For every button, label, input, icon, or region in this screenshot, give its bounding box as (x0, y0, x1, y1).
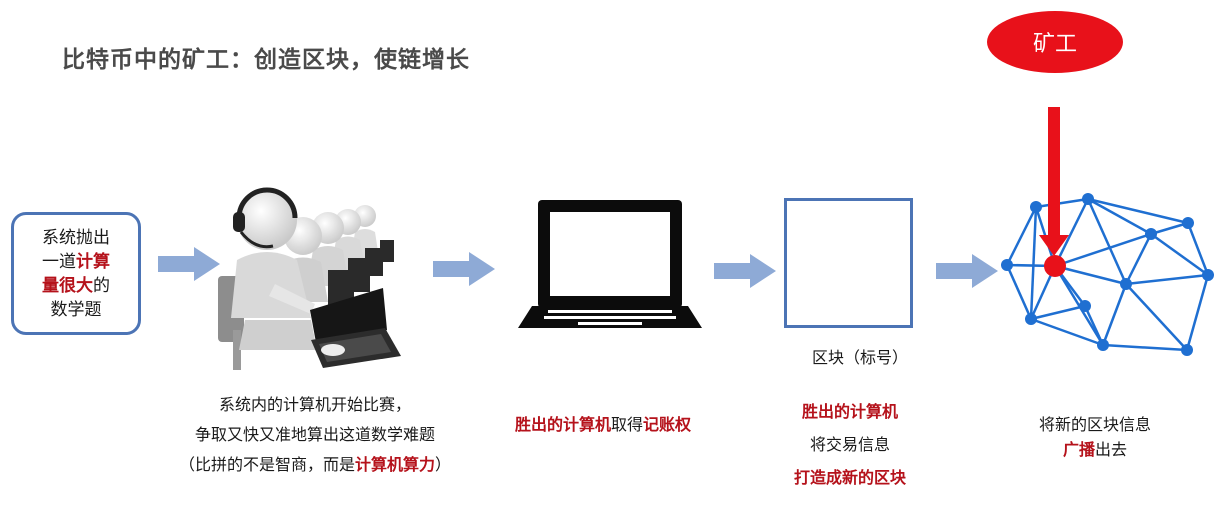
blockchain-network-graph (995, 100, 1225, 362)
broadcast-line-2: 广播出去 (1030, 437, 1160, 462)
competition-caption: 系统内的计算机开始比赛， 争取又快又准地算出这道数学难题 （比拼的不是智商，而是… (150, 390, 480, 480)
task-line-4: 数学题 (51, 298, 102, 322)
laptop-icon (518, 200, 702, 332)
miner-badge: 矿工 (987, 11, 1123, 73)
broadcast-caption: 将新的区块信息 广播出去 (1030, 412, 1160, 462)
flow-arrow-1 (158, 247, 222, 281)
task-line-1: 系统抛出 (42, 226, 110, 250)
competition-line-1: 系统内的计算机开始比赛， (150, 390, 480, 420)
page-title: 比特币中的矿工：创造区块，使链增长 (62, 40, 470, 74)
math-problem-box: 系统抛出 一道计算 量很大的 数学题 (11, 212, 141, 335)
block-caption-line-2: 将交易信息 (770, 428, 930, 461)
block-label: 区块（标号） (800, 343, 920, 373)
flow-arrow-2 (433, 252, 497, 286)
task-line-2: 一道计算 (42, 250, 110, 274)
task-line-3: 量很大的 (42, 274, 110, 298)
winner-caption: 胜出的计算机取得记账权 (488, 410, 718, 440)
broadcast-line-1: 将新的区块信息 (1030, 412, 1160, 437)
computer-operators-illustration (215, 180, 415, 376)
flow-arrow-3 (714, 254, 778, 288)
flow-arrow-4 (936, 254, 1000, 288)
block-caption-line-1: 胜出的计算机 (770, 395, 930, 428)
block-caption: 胜出的计算机 将交易信息 打造成新的区块 (770, 395, 930, 494)
competition-line-2: 争取又快又准地算出这道数学难题 (150, 420, 480, 450)
block-icon (784, 198, 913, 328)
competition-line-3: （比拼的不是智商，而是计算机算力） (150, 450, 480, 480)
block-caption-line-3: 打造成新的区块 (770, 461, 930, 494)
